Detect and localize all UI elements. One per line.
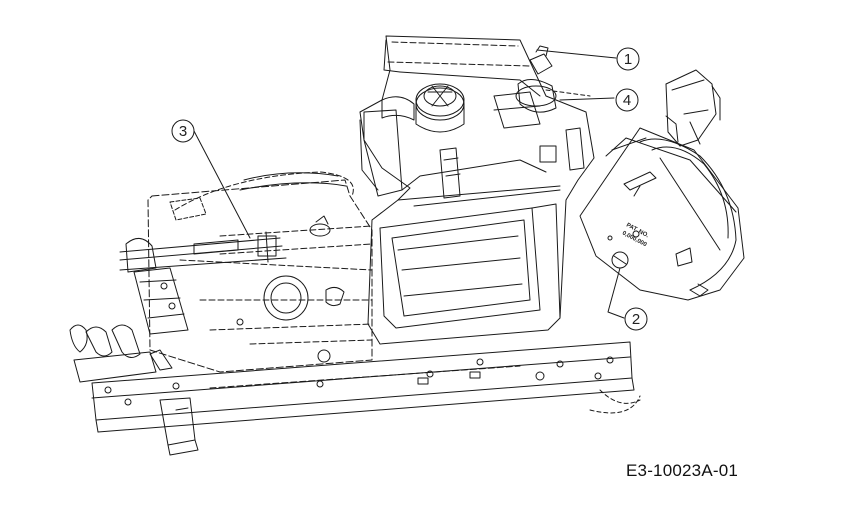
callout-3-number: 3 (179, 123, 187, 140)
callout-1: 1 (616, 47, 640, 71)
throttle-linkage (119, 231, 287, 335)
leader-1 (536, 49, 617, 59)
fuel-valve-panel (579, 69, 745, 301)
leader-4 (559, 97, 615, 101)
callout-3: 3 (171, 119, 195, 143)
frame-rail (91, 341, 641, 433)
fuel-tank (359, 35, 595, 345)
callout-2-number: 2 (632, 311, 640, 328)
fuel-cap (415, 83, 465, 133)
callout-2: 2 (624, 307, 648, 331)
engine-outline (147, 171, 373, 373)
drawing-code: E3-10023A-01 (626, 461, 739, 480)
leader-3 (193, 130, 251, 239)
tank-vent (515, 45, 591, 113)
callout-1-number: 1 (624, 51, 632, 68)
leader-lines (193, 49, 625, 319)
callout-4: 4 (615, 88, 639, 112)
callout-4-number: 4 (623, 92, 631, 109)
leader-2 (607, 267, 625, 319)
front-hitch-bracket (69, 324, 199, 456)
